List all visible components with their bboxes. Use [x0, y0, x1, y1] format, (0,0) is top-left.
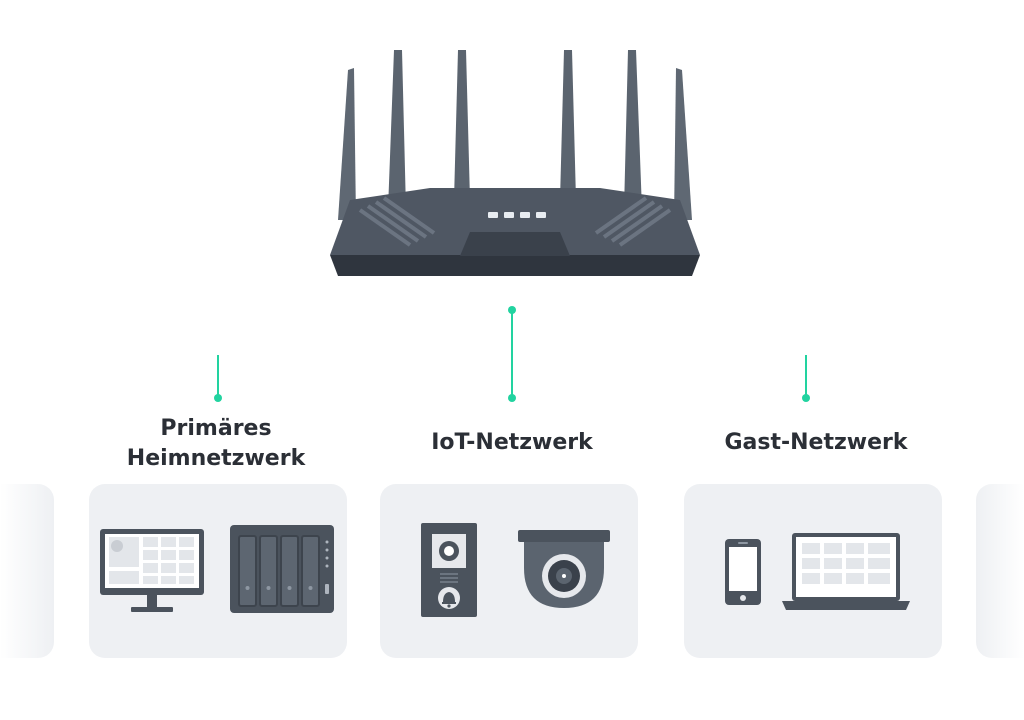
network-label-primary: Primäres Heimnetzwerk — [126, 416, 306, 471]
device-card-primary — [89, 484, 347, 658]
side-card-left — [0, 484, 54, 658]
network-label-iot: IoT-Netzwerk — [431, 430, 593, 455]
network-label-guest: Gast-Netzwerk — [724, 430, 908, 455]
device-card-iot — [380, 484, 638, 658]
side-card-right — [976, 484, 1024, 658]
doorbell-intercom-icon — [421, 523, 477, 617]
dome-camera-icon — [518, 530, 610, 608]
router-icon — [330, 50, 700, 276]
laptop-icon — [782, 533, 910, 610]
monitor-icon — [100, 529, 204, 612]
smartphone-icon — [725, 539, 761, 605]
nas-icon — [230, 525, 334, 613]
device-card-guest — [684, 484, 942, 658]
